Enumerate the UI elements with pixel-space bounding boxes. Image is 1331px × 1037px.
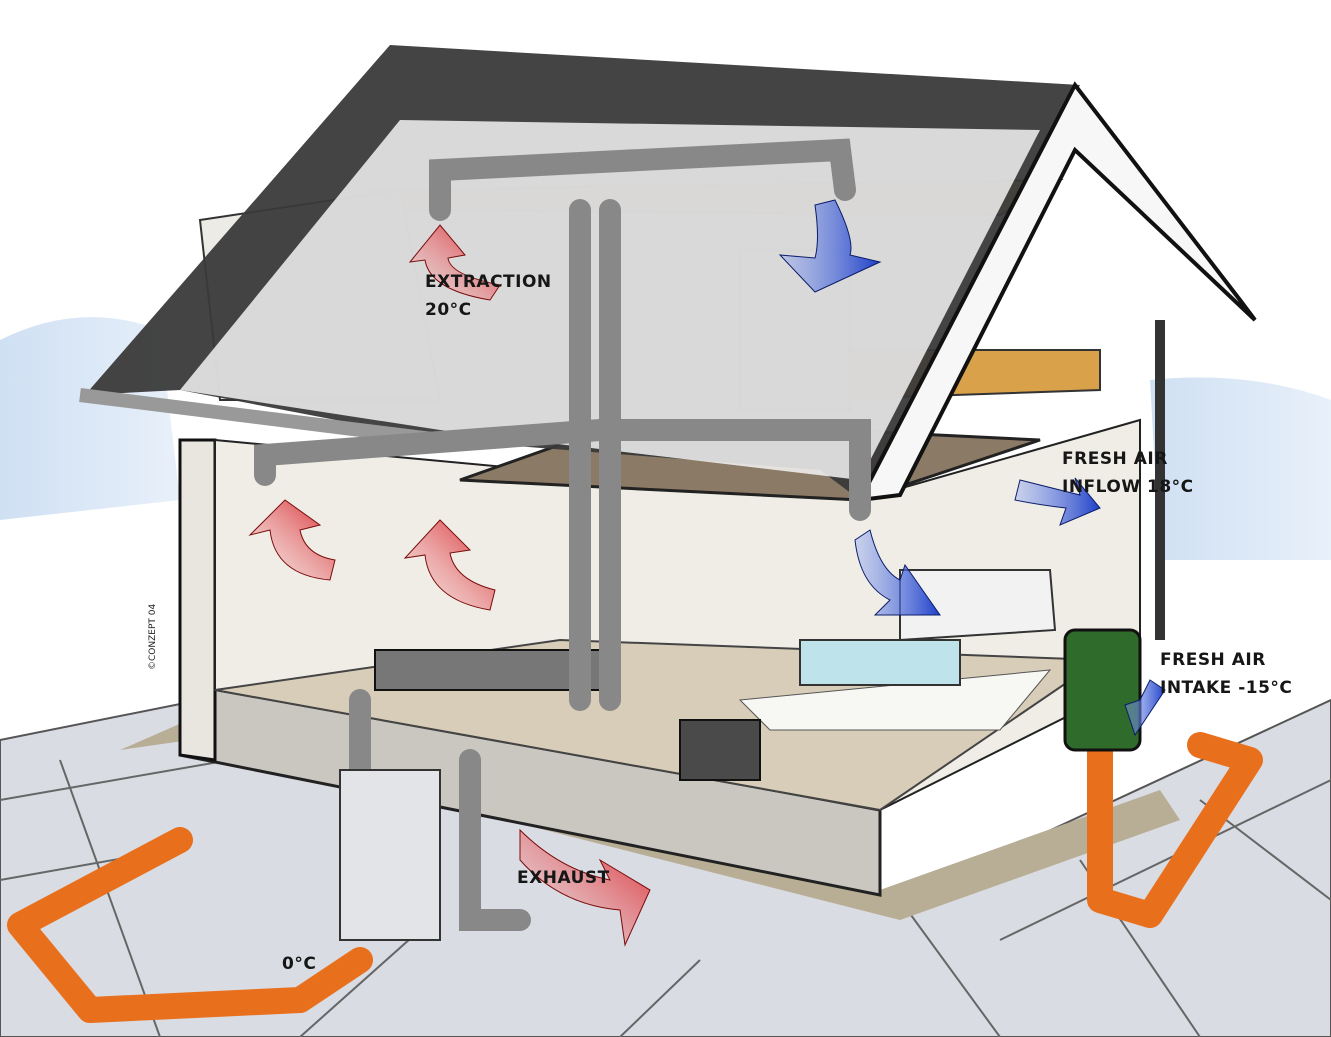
extraction-temp: 20°C: [425, 300, 472, 320]
fresh-air-inflow-label: FRESH AIR INFLOW 18°C: [1062, 445, 1194, 501]
intake-title: FRESH AIR: [1160, 650, 1266, 670]
sofa: [899, 569, 1057, 642]
intake-temp: INTAKE -15°C: [1160, 678, 1293, 698]
extraction-arrow-attic: [408, 224, 501, 301]
extraction-arrow-bath: [248, 499, 336, 581]
extraction-arrows: [248, 224, 651, 947]
ducts: [254, 138, 871, 931]
exhaust-label: EXHAUST: [517, 868, 610, 888]
extraction-label: EXTRACTION 20°C: [425, 268, 552, 324]
intake-arrow: [1124, 679, 1166, 737]
exhaust-arrow: [519, 828, 651, 947]
fresh-air-intake-unit: [1063, 628, 1142, 752]
tile-lines: [0, 759, 1331, 1037]
inflow-arrow-living: [854, 529, 941, 616]
inflow-title: FRESH AIR: [1062, 449, 1168, 469]
extraction-text: EXTRACTION: [425, 272, 552, 292]
extraction-arrow-kitchen: [403, 519, 496, 611]
house-wall-left: [178, 438, 217, 762]
inflow-arrow-gable: [1014, 477, 1101, 526]
sky-wash-right: [1150, 377, 1331, 560]
artist-signature: ©CONZEPT 04: [148, 603, 158, 670]
coffee-table: [799, 639, 961, 686]
inflow-temp: INFLOW 18°C: [1062, 477, 1194, 497]
ground-pipes: [7, 717, 1263, 1023]
fresh-air-arrows: [778, 199, 1166, 737]
gutter-left: [79, 388, 441, 447]
fresh-air-intake-label: FRESH AIR INTAKE -15°C: [1160, 646, 1292, 702]
ground-temp-label: 0°C: [282, 954, 317, 974]
tv: [679, 719, 761, 781]
heat-recovery-unit: [339, 769, 441, 941]
inflow-arrow-attic: [778, 199, 882, 293]
